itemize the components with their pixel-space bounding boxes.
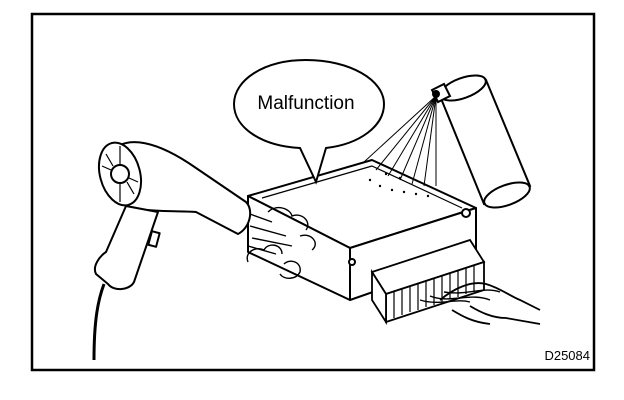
hot-air-flow [246,206,316,279]
callout-balloon [232,58,386,185]
figure-id-label: D25084 [544,348,590,363]
spray-mist [363,95,437,187]
figure-frame [30,12,596,372]
wiring-connector-icon [370,238,541,326]
hair-dryer-icon [92,141,252,361]
spray-dots [368,172,430,198]
malfunction-label: Malfunction [257,93,355,114]
spray-can-icon [430,74,532,209]
